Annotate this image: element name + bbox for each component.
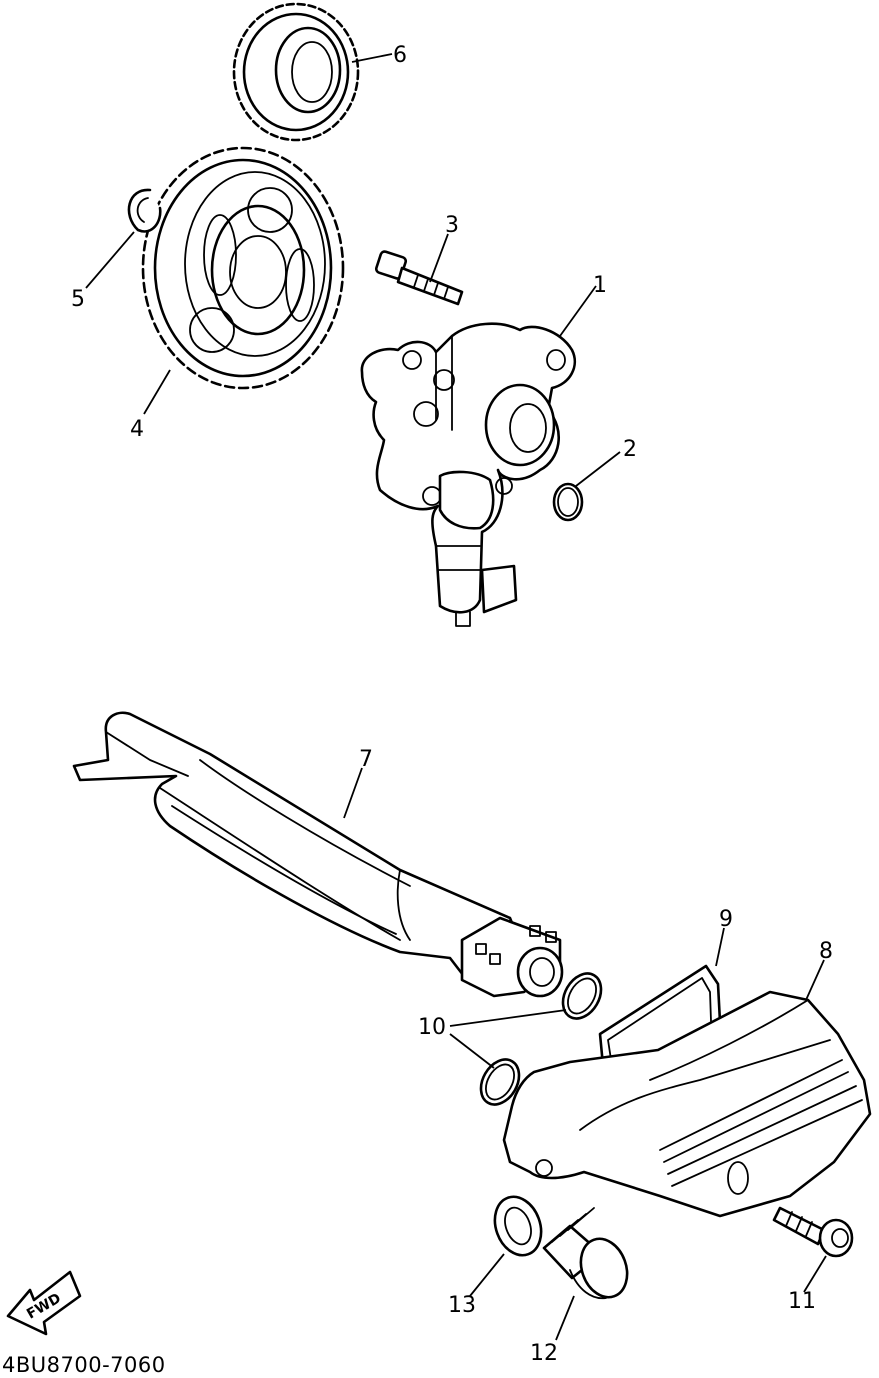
- oil-pump-1: [360, 322, 577, 627]
- o-ring-2: [552, 482, 584, 522]
- leader-lines: [85, 53, 827, 1341]
- label-part-4: 4: [130, 417, 144, 442]
- label-part-10: 10: [418, 1015, 446, 1040]
- o-rings-10: [479, 972, 603, 1106]
- label-part-2: 2: [623, 437, 637, 462]
- label-part-12: 12: [530, 1341, 558, 1366]
- washer-13: [493, 1195, 543, 1257]
- label-part-13: 13: [448, 1293, 476, 1318]
- bolt-3: [374, 250, 464, 306]
- label-part-8: 8: [819, 939, 833, 964]
- strainer-7: [72, 711, 564, 998]
- label-part-9: 9: [719, 907, 733, 932]
- label-part-11: 11: [788, 1289, 816, 1314]
- cover-8: [502, 990, 872, 1218]
- fwd-arrow-icon: FWD: [6, 1270, 82, 1336]
- part-labels: 1 2 3 4 5 6 7 8 9 10 11 12 13: [71, 43, 833, 1366]
- gear-4: [141, 146, 345, 390]
- gear-6: [232, 2, 360, 142]
- diagram-code: 4BU8700-7060: [2, 1353, 166, 1377]
- label-part-5: 5: [71, 287, 85, 312]
- drain-plug-12: [542, 1207, 629, 1300]
- label-part-3: 3: [445, 213, 459, 238]
- label-part-6: 6: [393, 43, 407, 68]
- circlip-5: [127, 188, 162, 233]
- bolt-11: [772, 1206, 854, 1258]
- label-part-1: 1: [593, 273, 607, 298]
- label-part-7: 7: [359, 747, 373, 772]
